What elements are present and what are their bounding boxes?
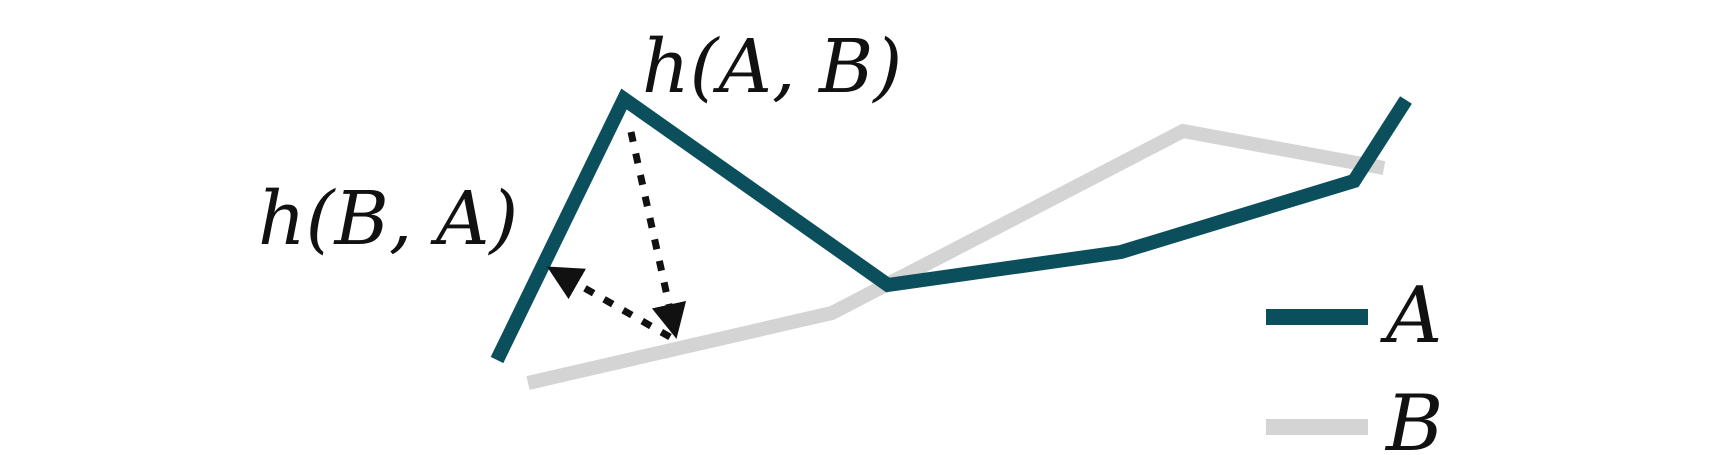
legend: A B [1266, 271, 1443, 455]
legend-label-a: A [1380, 271, 1442, 361]
legend-swatch-b [1266, 419, 1368, 435]
h-ba-arrow [546, 266, 672, 341]
curve-b [526, 123, 1386, 390]
h-ab-label: h(A, B) [642, 24, 902, 110]
h-ba-label: h(B, A) [258, 176, 518, 262]
legend-swatch-a [1266, 309, 1368, 325]
curve-a [490, 88, 1412, 364]
h-ab-arrow [627, 131, 687, 339]
legend-label-b: B [1384, 379, 1443, 455]
